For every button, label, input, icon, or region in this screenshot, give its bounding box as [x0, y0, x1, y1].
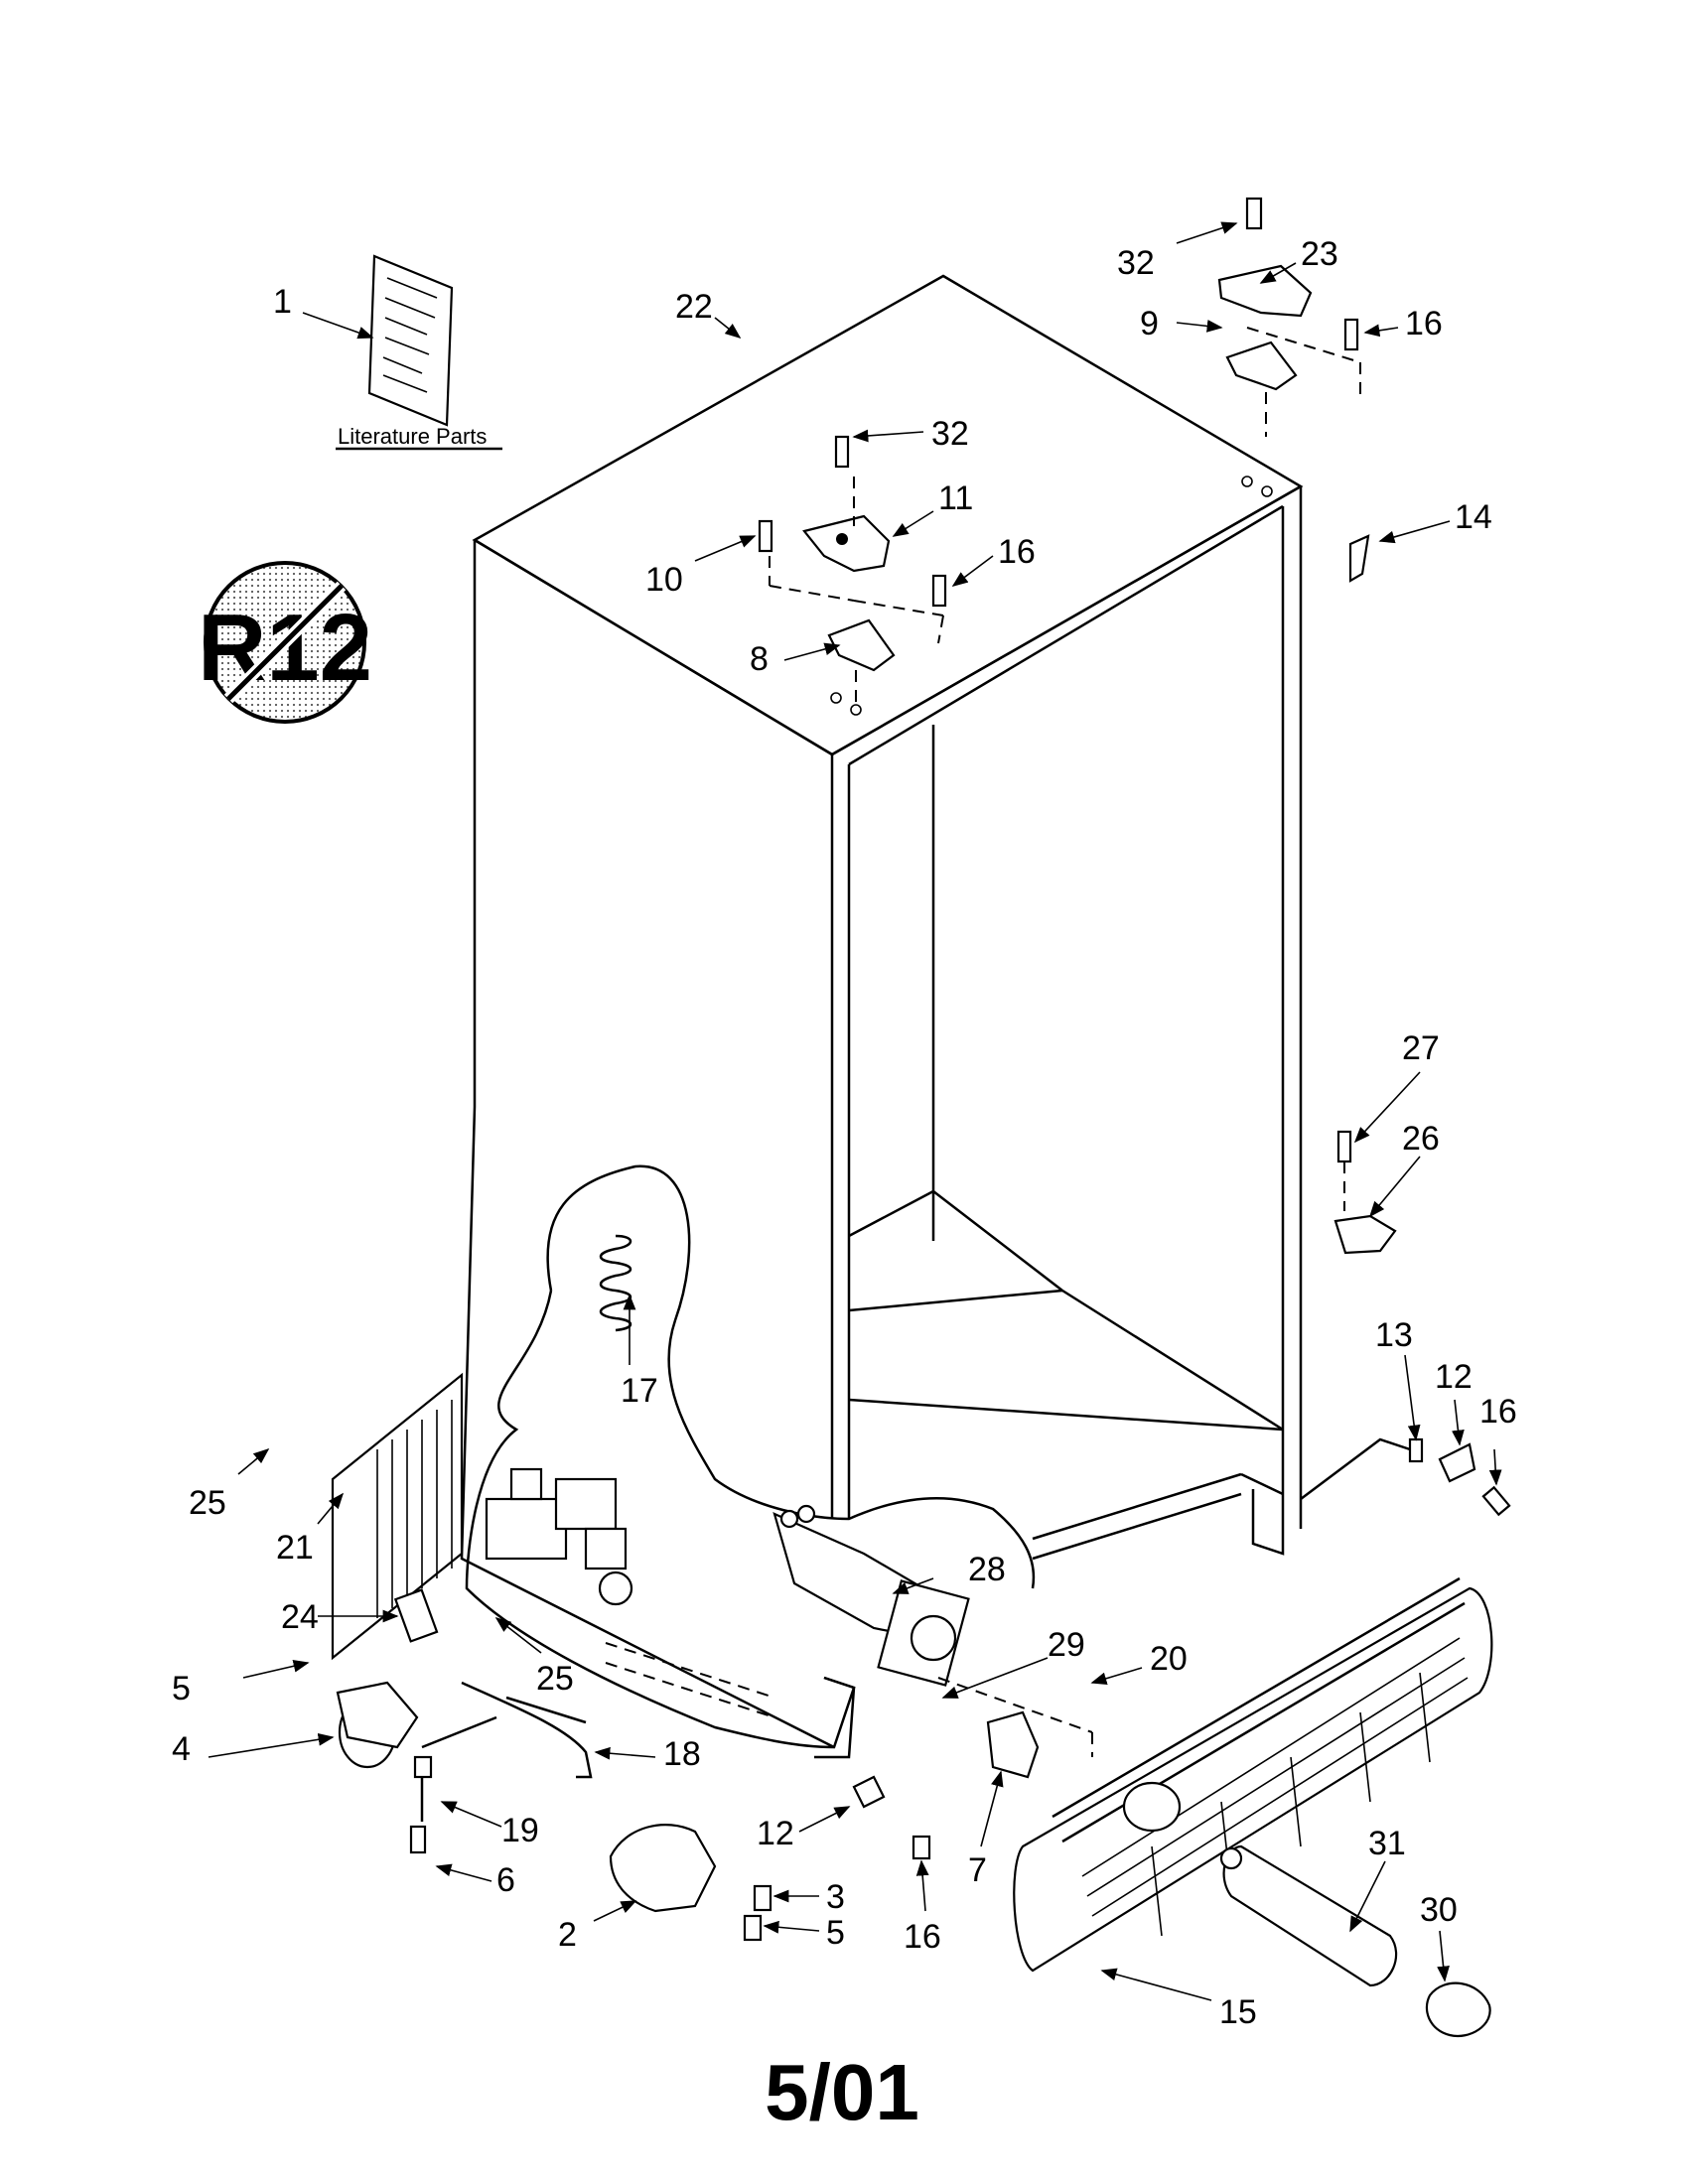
right-bracket-group [1300, 1437, 1511, 1517]
callout-32-top: 32 [1117, 244, 1155, 282]
callout-11: 11 [938, 479, 973, 517]
callout-14: 14 [1455, 498, 1492, 536]
callout-6: 6 [496, 1861, 515, 1899]
callout-22: 22 [675, 288, 713, 326]
part-29-dash [937, 1677, 1093, 1733]
part-14-shape [1348, 534, 1370, 583]
part-26-27-group [1333, 1130, 1397, 1255]
callout-21: 21 [276, 1529, 314, 1567]
callout-27: 27 [1402, 1029, 1440, 1067]
callout-10: 10 [645, 561, 683, 599]
callout-18: 18 [663, 1735, 701, 1773]
callout-1: 1 [273, 283, 292, 321]
water-valve-assembly [485, 1467, 775, 1718]
callout-15: 15 [1219, 1993, 1257, 2031]
callout-30: 30 [1420, 1891, 1458, 1929]
callout-24: 24 [281, 1598, 319, 1636]
bottom-hinge-parts [609, 1775, 931, 1942]
callout-17: 17 [621, 1372, 658, 1410]
callout-12-bottom: 12 [757, 1815, 794, 1852]
no-r12-symbol: R12 [198, 561, 372, 724]
callout-29: 29 [1048, 1626, 1085, 1664]
spring-part [599, 1234, 632, 1332]
callout-13: 13 [1375, 1316, 1413, 1354]
callout-31: 31 [1368, 1825, 1406, 1862]
callout-4: 4 [172, 1730, 191, 1768]
filter-cap-part-30 [1425, 1981, 1491, 2038]
leader-lines [208, 221, 1502, 2001]
callout-3: 3 [826, 1878, 845, 1916]
date-code: 5/01 [765, 2048, 919, 2136]
callout-25-left: 25 [189, 1484, 226, 1522]
cabinet-cutaway [465, 1164, 1036, 1759]
callout-labels: 1 22 32 23 16 9 32 11 10 16 14 8 27 26 1… [172, 235, 1517, 2031]
callout-25-center: 25 [536, 1660, 574, 1698]
callout-16-top: 16 [1405, 305, 1443, 342]
vent-panel-21 [331, 1372, 464, 1661]
callout-20: 20 [1150, 1640, 1188, 1678]
callout-16-center: 16 [998, 533, 1036, 571]
callout-2: 2 [558, 1916, 577, 1954]
grille-part-15 [1013, 1576, 1493, 1973]
callout-19: 19 [501, 1812, 539, 1849]
top-hinge-right [1217, 197, 1361, 497]
callout-7: 7 [968, 1851, 987, 1889]
callout-9: 9 [1140, 305, 1159, 342]
duct-part-28 [772, 1504, 970, 1687]
callout-23: 23 [1301, 235, 1338, 273]
callout-5-bottom: 5 [826, 1914, 845, 1952]
callout-28: 28 [968, 1551, 1006, 1588]
cabinet-outline [460, 274, 1304, 1749]
filter-part-31 [1219, 1844, 1398, 1987]
bottom-left-parts [336, 1588, 593, 1854]
literature-parts-label: Literature Parts [338, 424, 487, 449]
top-hinge-center [758, 435, 947, 716]
callout-26: 26 [1402, 1120, 1440, 1158]
callout-32-center: 32 [931, 415, 969, 453]
callout-16-right: 16 [1479, 1393, 1517, 1431]
literature-parts-booklet [336, 254, 502, 451]
callout-5-left: 5 [172, 1670, 191, 1707]
callout-16-bottom: 16 [904, 1918, 941, 1956]
callout-12-right: 12 [1435, 1358, 1473, 1396]
callout-8: 8 [750, 640, 769, 678]
bracket-part-7 [986, 1710, 1040, 1779]
